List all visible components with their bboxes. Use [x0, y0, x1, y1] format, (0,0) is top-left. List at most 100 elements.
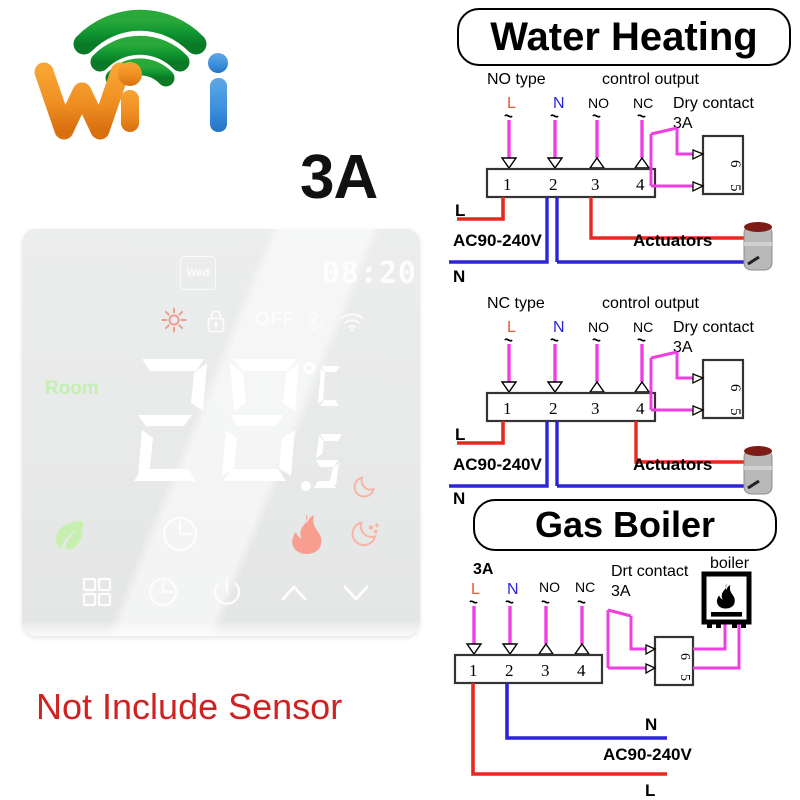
- menu-button[interactable]: [80, 575, 114, 614]
- supply-voltage-label: AC90-240V: [603, 745, 692, 764]
- terminal-block: [485, 391, 657, 423]
- lock-icon: [203, 307, 229, 335]
- no-type-mode-label: NO type: [487, 71, 546, 88]
- svg-text:4: 4: [636, 399, 645, 418]
- terminal-block: [485, 167, 657, 199]
- supply-N-label: N: [453, 489, 465, 505]
- svg-text:1: 1: [469, 661, 478, 680]
- supply-L-label: L: [455, 201, 465, 220]
- touch-button-row: [0, 575, 445, 623]
- svg-text:5: 5: [727, 408, 743, 416]
- wifi-icon: [338, 310, 366, 334]
- svg-text:5: 5: [677, 674, 692, 681]
- svg-text:2: 2: [549, 175, 558, 194]
- power-icon: [213, 577, 241, 605]
- boiler-label: boiler: [710, 555, 750, 572]
- dry-contact-label: Dry contact: [673, 319, 754, 336]
- actuator-device: [743, 446, 773, 495]
- power-button[interactable]: [210, 575, 244, 614]
- svg-text:6: 6: [677, 653, 692, 660]
- left-panel: 3A Wed 08:20: [0, 8, 445, 727]
- room-label: Room: [45, 378, 99, 399]
- clock-display: 08:20: [321, 256, 417, 291]
- gas-boiler-title: Gas Boiler: [473, 499, 777, 551]
- relay-block: [701, 134, 745, 196]
- temperature-display: [128, 355, 328, 490]
- leaf-icon: [52, 518, 88, 557]
- dry-contact-switch: [649, 350, 697, 412]
- gas-boiler-rating: 3A: [473, 561, 494, 578]
- day-of-week-badge: Wed: [180, 256, 216, 290]
- svg-text:4: 4: [577, 661, 586, 680]
- svg-text:6: 6: [727, 160, 743, 168]
- temperature-decimal: [300, 432, 350, 501]
- no-type-section-label: control output: [602, 71, 700, 88]
- svg-text:3: 3: [541, 661, 550, 680]
- sensor-note: Not Include Sensor: [36, 686, 343, 727]
- sun-icon: [160, 306, 188, 334]
- svg-text:4: 4: [636, 175, 645, 194]
- temperature-unit: [300, 360, 344, 417]
- dry-contact-switch: [606, 608, 649, 670]
- down-button[interactable]: [340, 579, 372, 612]
- svg-text:2: 2: [549, 399, 558, 418]
- nc-type-section-label: control output: [602, 295, 700, 312]
- supply-L-label: L: [645, 781, 655, 800]
- terminal-block: [453, 653, 604, 685]
- actuator-device: [743, 222, 773, 271]
- chevron-down-icon: [343, 585, 369, 601]
- terminal-label-L: L: [507, 319, 516, 336]
- terminal-label-NC: NC: [633, 95, 653, 111]
- temperature-digits: [134, 359, 299, 481]
- relay-block: [653, 635, 695, 687]
- drt-contact-label: Drt contact: [611, 563, 689, 580]
- bluetooth-icon: [302, 308, 326, 334]
- amp-rating-label: 3A: [300, 143, 378, 212]
- svg-text:2: 2: [505, 661, 514, 680]
- supply-N-label: N: [645, 715, 657, 734]
- svg-text:1: 1: [503, 175, 512, 194]
- timer-button[interactable]: [146, 575, 180, 614]
- terminal-label-N: N: [507, 581, 519, 598]
- svg-text:3: 3: [591, 175, 600, 194]
- digit-2: [134, 359, 207, 481]
- terminal-label-NO: NO: [588, 95, 609, 111]
- dry-contact-rating: 3A: [673, 115, 693, 132]
- boiler-icon: [701, 571, 752, 628]
- day-of-week-text: Wed: [186, 267, 210, 279]
- gas-boiler-diagram: 3A L N NO NC Drt contact 3A boiler: [445, 552, 800, 800]
- terminal-label-L: L: [471, 581, 480, 598]
- load-label: Actuators: [633, 455, 712, 474]
- clock-icon: [148, 577, 178, 607]
- no-type-diagram: NO type control output L N NO NC Dry con…: [445, 66, 800, 291]
- dry-contact-label: Dry contact: [673, 95, 754, 112]
- digit-8: [222, 359, 299, 481]
- supply-L-label: L: [455, 425, 465, 444]
- terminal-label-NO: NO: [588, 319, 609, 335]
- terminal-label-N: N: [553, 319, 565, 336]
- drt-contact-rating: 3A: [611, 583, 631, 600]
- clock-icon: [160, 514, 200, 559]
- supply-N-label: N: [453, 267, 465, 286]
- status-icon-row: OFF: [0, 306, 445, 340]
- relay-block: [701, 358, 745, 420]
- flame-icon: [290, 513, 324, 560]
- wifi-logo: [28, 8, 278, 168]
- supply-voltage-label: AC90-240V: [453, 231, 542, 250]
- thermostat-panel[interactable]: [22, 228, 420, 636]
- up-button[interactable]: [278, 579, 310, 612]
- mode-icon-row: [0, 476, 445, 570]
- terminal-label-NC: NC: [575, 579, 595, 595]
- svg-text:6: 6: [727, 384, 743, 392]
- terminal-label-NO: NO: [539, 579, 560, 595]
- grid-icon: [82, 577, 112, 607]
- svg-text:1: 1: [503, 399, 512, 418]
- svg-text:5: 5: [727, 184, 743, 192]
- dry-contact-rating: 3A: [673, 339, 693, 356]
- terminal-label-L: L: [507, 95, 516, 112]
- terminal-label-N: N: [553, 95, 565, 112]
- chevron-up-icon: [281, 585, 307, 601]
- moon-small-icon: [352, 472, 380, 505]
- off-status-label: OFF: [255, 309, 295, 330]
